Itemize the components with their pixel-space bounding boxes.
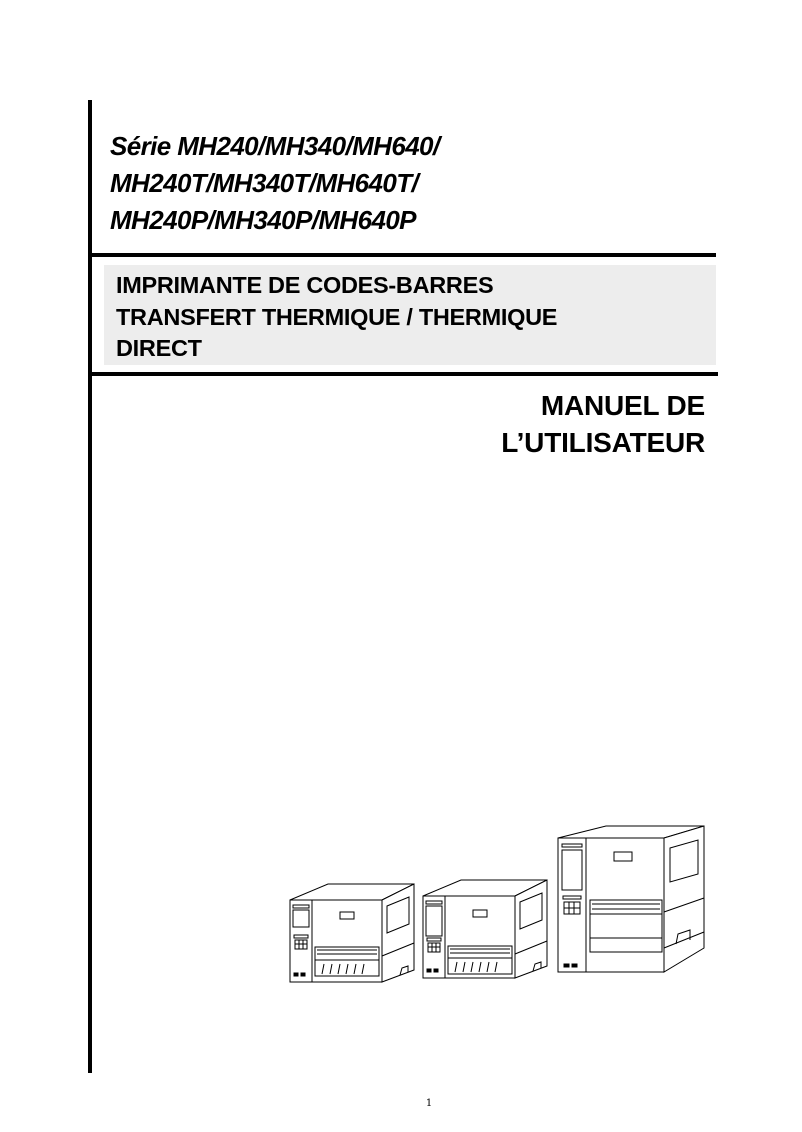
subtitle-line-1: IMPRIMANTE DE CODES-BARRES	[116, 272, 494, 298]
top-horizontal-rule	[92, 253, 716, 257]
bottom-horizontal-rule	[92, 372, 718, 376]
printers-illustration	[284, 822, 710, 987]
subtitle-line-2: TRANSFERT THERMIQUE / THERMIQUE	[116, 303, 558, 330]
manual-title-line-1: MANUEL DE	[540, 390, 705, 421]
manual-title: MANUEL DE L’UTILISATEUR	[501, 387, 705, 461]
series-title-line-1: Série MH240/MH340/MH640/	[110, 131, 440, 161]
manual-title-line-2: L’UTILISATEUR	[501, 427, 705, 458]
subtitle-background	[104, 265, 716, 365]
product-subtitle: IMPRIMANTE DE CODES-BARRES TRANSFERT THE…	[116, 270, 557, 365]
printer-medium-icon	[422, 879, 548, 979]
series-title: Série MH240/MH340/MH640/ MH240T/MH340T/M…	[110, 128, 440, 239]
page-number: 1	[425, 1098, 433, 1109]
subtitle-line-3: DIRECT	[116, 335, 202, 361]
series-title-line-3: MH240P/MH340P/MH640P	[110, 205, 417, 235]
left-vertical-bar	[88, 100, 92, 1073]
series-title-line-2: MH240T/MH340T/MH640T/	[110, 168, 419, 198]
printer-large-icon	[557, 825, 705, 973]
printer-small-icon	[289, 883, 415, 983]
